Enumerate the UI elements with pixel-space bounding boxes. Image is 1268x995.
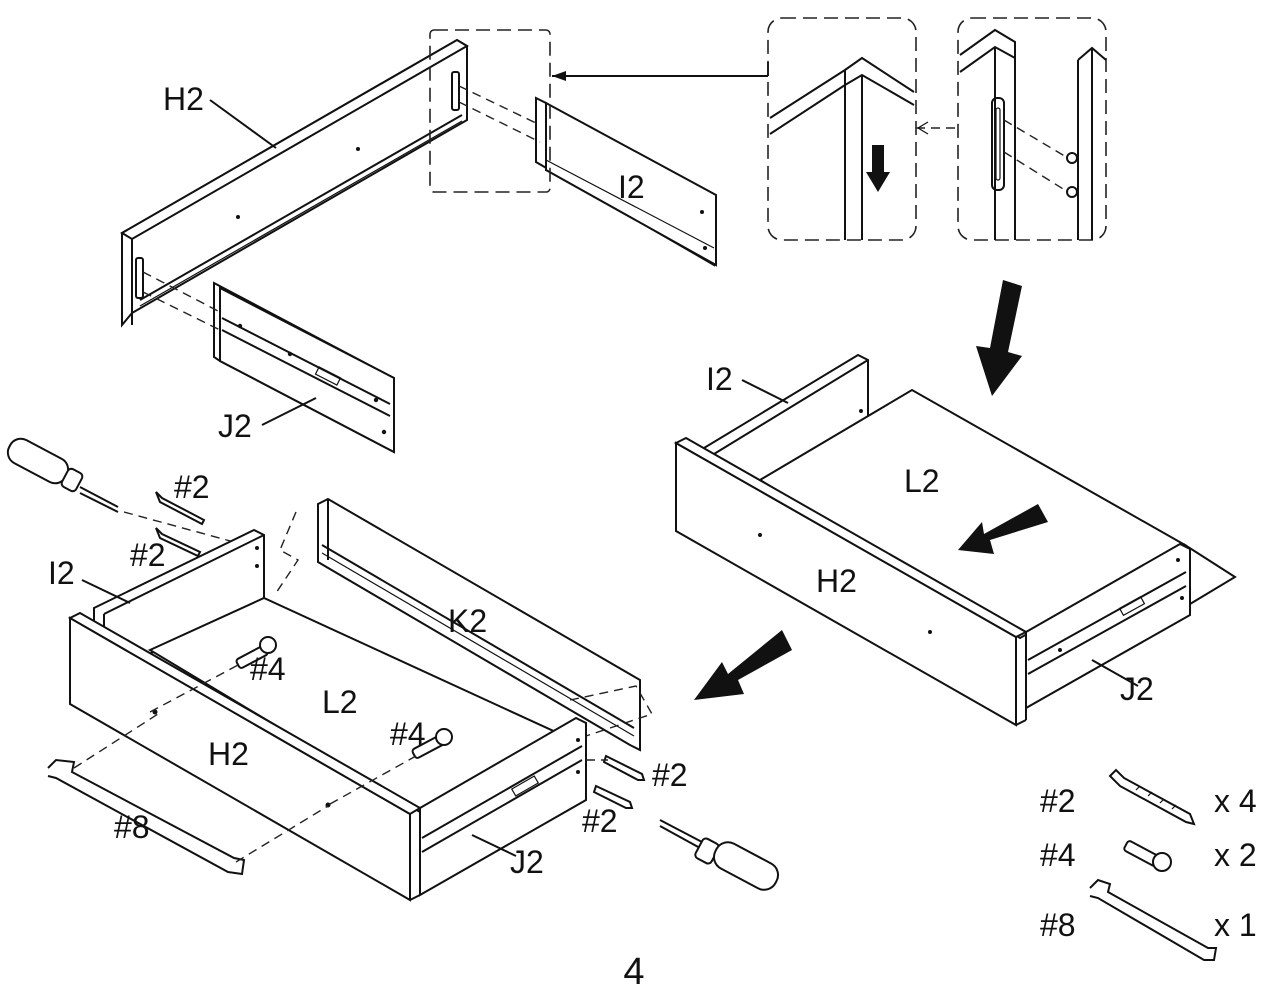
page-number: 4 — [623, 951, 644, 990]
label-j2-top: J2 — [218, 408, 252, 444]
parts-row-screw: #2 x 4 — [1040, 768, 1257, 826]
label-i2-left: I2 — [48, 555, 75, 591]
screw-icon — [1108, 768, 1196, 826]
step-exploded-side-panels: H2 I2 J2 — [120, 29, 769, 454]
label-j2-left: J2 — [510, 844, 544, 880]
step-insert-bottom: I2 L2 H2 J2 — [673, 353, 1237, 727]
label-handle-8: #8 — [114, 809, 150, 845]
detail-inset-right — [916, 17, 1107, 241]
label-screw-2-d: #2 — [582, 803, 618, 839]
step-final-assembly: I2 L2 H2 K2 J2 #2 #2 #2 #2 #4 #4 #8 — [6, 437, 780, 902]
label-l2-left: L2 — [322, 684, 358, 720]
parts-list: #2 x 4 #4 x 2 #8 x 1 — [1040, 768, 1257, 961]
handle-icon — [1089, 878, 1218, 961]
label-bolt-4-b: #4 — [390, 716, 426, 752]
part-code: #8 — [1040, 907, 1076, 943]
label-l2-right: L2 — [904, 463, 940, 499]
label-i2-top: I2 — [618, 169, 645, 205]
label-i2-right: I2 — [706, 361, 733, 397]
part-code: #2 — [1040, 783, 1076, 819]
label-h2-left: H2 — [208, 736, 249, 772]
part-qty: x 1 — [1214, 907, 1257, 943]
bolt-icon — [1123, 840, 1172, 872]
label-h2-top: H2 — [163, 81, 204, 117]
panel-i2-top — [535, 96, 717, 267]
panel-h2-top — [120, 38, 469, 328]
label-screw-2-a: #2 — [174, 469, 210, 505]
part-code: #4 — [1040, 837, 1076, 873]
next-step-arrow-icon — [694, 630, 792, 700]
screw-icon — [155, 491, 206, 558]
parts-row-bolt: #4 x 2 — [1040, 837, 1257, 873]
screw-icon — [592, 754, 646, 809]
step-arrow-down-icon — [976, 280, 1022, 396]
part-qty: x 2 — [1214, 837, 1257, 873]
panel-j2-top — [213, 281, 395, 454]
label-j2-right: J2 — [1120, 671, 1154, 707]
part-qty: x 4 — [1214, 783, 1257, 819]
screwdriver-icon — [6, 437, 119, 513]
label-screw-2-b: #2 — [130, 537, 166, 573]
label-screw-2-c: #2 — [652, 757, 688, 793]
label-k2-left: K2 — [448, 603, 487, 639]
parts-row-handle: #8 x 1 — [1040, 878, 1257, 961]
detail-inset-left — [767, 17, 917, 241]
screwdriver-icon — [659, 819, 780, 891]
handle-icon — [47, 758, 246, 876]
slide-arrow-icon — [958, 504, 1048, 554]
bolt-icon — [235, 636, 453, 759]
label-h2-right: H2 — [816, 563, 857, 599]
label-bolt-4-a: #4 — [250, 651, 286, 687]
